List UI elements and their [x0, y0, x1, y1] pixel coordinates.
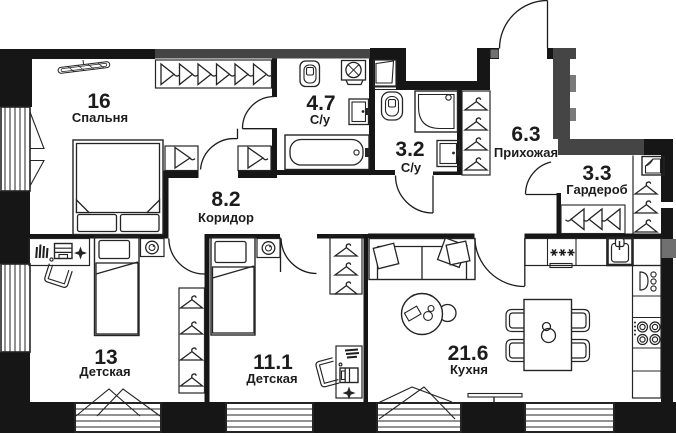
svg-text:6.3: 6.3: [511, 123, 540, 146]
svg-text:Детская: Детская: [79, 364, 130, 379]
svg-text:С/у: С/у: [310, 112, 331, 127]
svg-text:8.2: 8.2: [211, 188, 240, 211]
svg-text:13: 13: [94, 346, 117, 369]
svg-text:С/у: С/у: [401, 160, 422, 175]
svg-text:Гардероб: Гардероб: [566, 182, 627, 197]
svg-text:11.1: 11.1: [253, 351, 293, 374]
svg-text:Кухня: Кухня: [450, 362, 488, 377]
svg-text:3.3: 3.3: [582, 162, 611, 185]
svg-text:Прихожая: Прихожая: [494, 145, 558, 160]
svg-text:21.6: 21.6: [448, 342, 489, 365]
svg-text:3.2: 3.2: [395, 138, 424, 161]
svg-text:4.7: 4.7: [306, 92, 335, 115]
svg-text:Коридор: Коридор: [198, 210, 254, 225]
svg-text:Спальня: Спальня: [72, 110, 128, 125]
svg-text:16: 16: [87, 90, 110, 113]
svg-text:Детская: Детская: [246, 371, 297, 386]
